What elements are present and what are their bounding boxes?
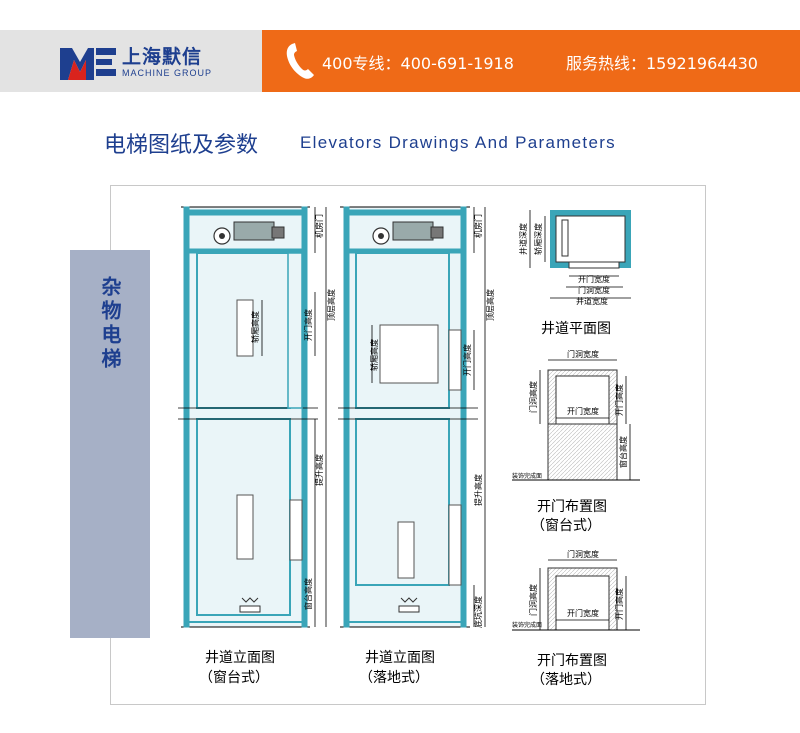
caption-elev-floor: 井道立面图 xyxy=(365,650,435,666)
hotline-400: 400专线：400-691-1918 xyxy=(322,54,514,73)
phone-icon xyxy=(286,43,314,79)
caption-plan: 井道平面图 xyxy=(541,321,611,337)
plan-shaft-depth-label: 井道深度 xyxy=(518,223,528,255)
elev2-car-height-label: 轿厢高度 xyxy=(369,339,379,371)
dw-sill-height-label: 窗台高度 xyxy=(618,436,628,468)
dw-hole-height-label: 门洞高度 xyxy=(528,381,538,413)
caption-door-floor: 开门布置图 xyxy=(537,653,607,669)
df-hole-height-label: 门洞高度 xyxy=(528,584,538,616)
elevation-window-drawing xyxy=(178,206,327,628)
elev2-pit-depth-label: 底坑深度 xyxy=(473,596,483,628)
elev1-machine-door-label: 机房门 xyxy=(314,214,324,238)
df-door-width-label: 开门宽度 xyxy=(567,608,599,618)
dw-door-height-label: 开门高度 xyxy=(614,384,624,416)
service-hotline: 服务热线：15921964430 xyxy=(566,54,758,73)
plan-hole-width-label: 门洞宽度 xyxy=(578,285,610,295)
dw-door-width-label: 开门宽度 xyxy=(567,406,599,416)
elev2-door-height-label: 开门高度 xyxy=(462,344,472,376)
mc-logo-icon xyxy=(60,48,116,80)
brand-name-en: MACHINE GROUP xyxy=(122,68,213,78)
side-tab-label: 杂物电梯 xyxy=(98,276,122,372)
plan-shaft-width-label: 井道宽度 xyxy=(576,296,608,306)
plan-door-width-label: 开门宽度 xyxy=(578,274,610,284)
hotline-bar: 400专线：400-691-1918 服务热线：15921964430 xyxy=(262,30,800,92)
elev1-door-height-label: 开门高度 xyxy=(303,309,313,341)
elev1-sill-height-label: 窗台高度 xyxy=(303,578,313,610)
caption-door-floor-type: （落地式） xyxy=(531,672,601,688)
elev1-car-height-label: 轿厢高度 xyxy=(250,311,260,343)
plan-drawing xyxy=(529,210,631,299)
dw-finish-floor-label: 装饰完成面 xyxy=(512,472,542,480)
caption-door-window-type: （窗台式） xyxy=(531,518,601,534)
side-tab: 杂物电梯 xyxy=(70,250,150,638)
page-title-cn: 电梯图纸及参数 xyxy=(104,133,259,158)
dw-hole-width-label: 门洞宽度 xyxy=(567,349,599,359)
caption-door-window: 开门布置图 xyxy=(537,499,607,515)
caption-elev-window: 井道立面图 xyxy=(205,650,275,666)
elev1-lift-height-label: 提升高度 xyxy=(314,454,324,486)
brand-name-cn: 上海默信 xyxy=(122,46,203,68)
door-window-drawing xyxy=(512,359,640,481)
caption-elev-window-type: （窗台式） xyxy=(199,670,269,686)
brand-block: 上海默信 MACHINE GROUP xyxy=(0,30,262,92)
elev2-top-height-label: 顶层高度 xyxy=(485,289,495,321)
door-floor-drawing xyxy=(512,559,640,631)
df-finish-floor-label: 装饰完成面 xyxy=(512,621,542,629)
page-title-en: Elevators Drawings And Parameters xyxy=(300,133,616,152)
header-bar: 上海默信 MACHINE GROUP 400专线：400-691-1918 服务… xyxy=(0,30,800,92)
df-hole-width-label: 门洞宽度 xyxy=(567,549,599,559)
elevation-floor-drawing xyxy=(338,206,486,628)
elev2-lift-height-label: 提升高度 xyxy=(473,474,483,506)
plan-car-depth-label: 轿厢深度 xyxy=(533,223,543,255)
elev2-machine-door-label: 机房门 xyxy=(473,214,483,238)
caption-elev-floor-type: （落地式） xyxy=(359,670,429,686)
elev1-top-height-label: 顶层高度 xyxy=(326,289,336,321)
df-door-height-label: 开门高度 xyxy=(614,588,624,620)
